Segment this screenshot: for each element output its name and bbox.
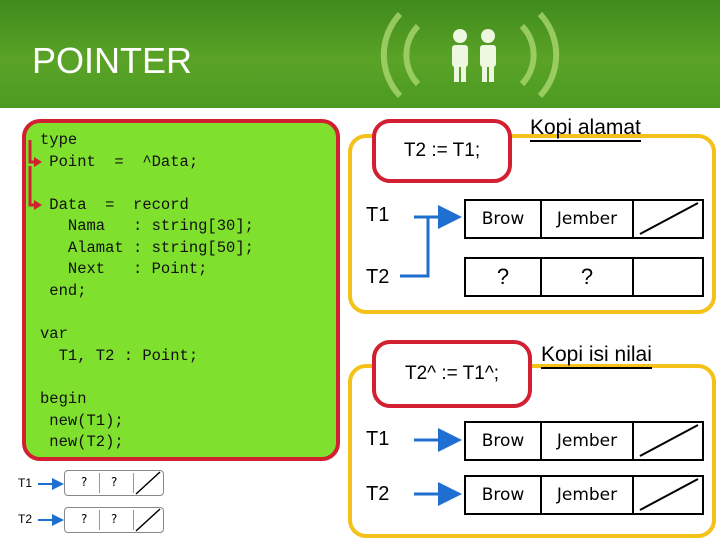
top-t1-label: T1 [366, 204, 390, 226]
top-t2-label: T2 [366, 266, 390, 288]
mini-t1-cell-1: ? [81, 475, 88, 489]
top-t2-arrow-icon [400, 226, 430, 278]
bottom-t2-record: Brow Jember [464, 475, 704, 515]
type-declaration-code: type Point = ^Data; Data = record Nama :… [40, 131, 254, 300]
record-cell-alamat: Jember [542, 201, 634, 237]
record-cell-alamat: ? [542, 259, 634, 295]
mini-t2-cell-2: ? [111, 512, 118, 526]
null-slash-icon [639, 478, 699, 511]
statement-value-copy: T2^ := T1^; [372, 340, 532, 408]
caption-value-copy: Kopi isi nilai [541, 343, 652, 369]
statement-text: T2^ := T1^; [404, 363, 500, 384]
record-cell-nama: ? [466, 259, 542, 295]
record-cell-nama: Brow [466, 477, 542, 513]
begin-block-code: begin new(T1); new(T2); [40, 390, 124, 451]
people-logo-icon [380, 11, 560, 99]
statement-text: T2 := T1; [403, 140, 481, 161]
bottom-t1-label: T1 [366, 428, 390, 450]
bottom-t1-record: Brow Jember [464, 421, 704, 461]
record-cell-alamat: Jember [542, 423, 634, 459]
mini-divider [133, 510, 134, 530]
slide-title: POINTER [32, 40, 193, 81]
record-cell-alamat: Jember [542, 477, 634, 513]
null-slash-icon [135, 508, 161, 532]
top-t2-record: ? ? [464, 257, 704, 297]
statement-address-copy: T2 := T1; [372, 119, 512, 183]
null-slash-icon [639, 202, 699, 235]
mini-t1-label: T1 [18, 476, 33, 490]
arrowhead-icon [34, 200, 42, 210]
header-banner: POINTER [0, 0, 720, 108]
null-slash-icon [135, 471, 161, 495]
var-declaration-code: var T1, T2 : Point; [40, 325, 199, 365]
bracket-arrow-icon [28, 166, 40, 207]
mini-t2-record: ? ? [64, 507, 164, 533]
mini-divider [99, 510, 100, 530]
mini-divider [133, 473, 134, 493]
record-cell-nama: Brow [466, 423, 542, 459]
top-t1-record: Brow Jember [464, 199, 704, 239]
mini-t2-cell-1: ? [81, 512, 88, 526]
null-slash-icon [639, 424, 699, 457]
mini-t2-label: T2 [18, 512, 33, 526]
record-cell-nama: Brow [466, 201, 542, 237]
code-panel [22, 119, 340, 461]
caption-address-copy: Kopi alamat [530, 116, 641, 142]
bottom-t2-label: T2 [366, 483, 390, 505]
mini-t1-cell-2: ? [111, 475, 118, 489]
mini-divider [99, 473, 100, 493]
arrowhead-icon [34, 157, 42, 167]
